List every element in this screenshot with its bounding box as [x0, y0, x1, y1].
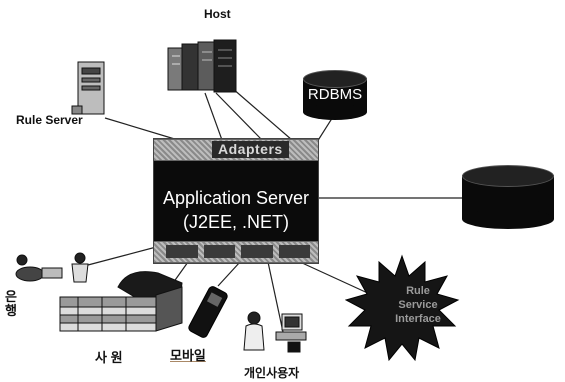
link-starburst [299, 261, 373, 296]
link-bank [87, 245, 161, 266]
database-cylinder [462, 165, 554, 229]
link-personal [267, 261, 284, 333]
link-mobile [217, 261, 241, 287]
rdbms-label: RDBMS [307, 86, 363, 103]
host-computers-icon [167, 39, 237, 93]
mobile-label: 모바일 [170, 348, 206, 363]
rule-service-starburst-icon [345, 254, 460, 362]
application-server-title: Application Server [162, 188, 310, 208]
rdbms-cylinder: RDBMS [303, 70, 367, 120]
link-host-1 [204, 92, 223, 141]
starburst-line3: Interface [395, 313, 441, 325]
bank-people-icon [15, 252, 89, 283]
link-rule-server [104, 117, 179, 141]
employee-label: 사 원 [95, 350, 123, 365]
application-server-subtitle: (J2EE, .NET) [182, 212, 289, 232]
employee-office-icon [59, 271, 183, 332]
mobile-phone-icon [188, 286, 228, 338]
starburst-line2: Service [398, 299, 438, 311]
bottom-adapters-band [154, 241, 318, 263]
adapters-band: Adapters [154, 139, 318, 161]
bank-label: 은 행 [5, 289, 17, 318]
link-host-2 [215, 92, 263, 141]
application-server-block: Adapters Application Server (J2EE, .NET) [153, 138, 319, 264]
host-label: Host [204, 7, 231, 21]
rule-server-icon [71, 61, 105, 115]
rule-server-label: Rule Server [16, 113, 83, 127]
personal-user-icon [243, 311, 307, 353]
personal-user-label: 개인사용자 [244, 366, 300, 380]
link-host-3 [231, 87, 293, 141]
adapters-label: Adapters [212, 141, 289, 158]
starburst-line1: Rule [406, 285, 430, 297]
